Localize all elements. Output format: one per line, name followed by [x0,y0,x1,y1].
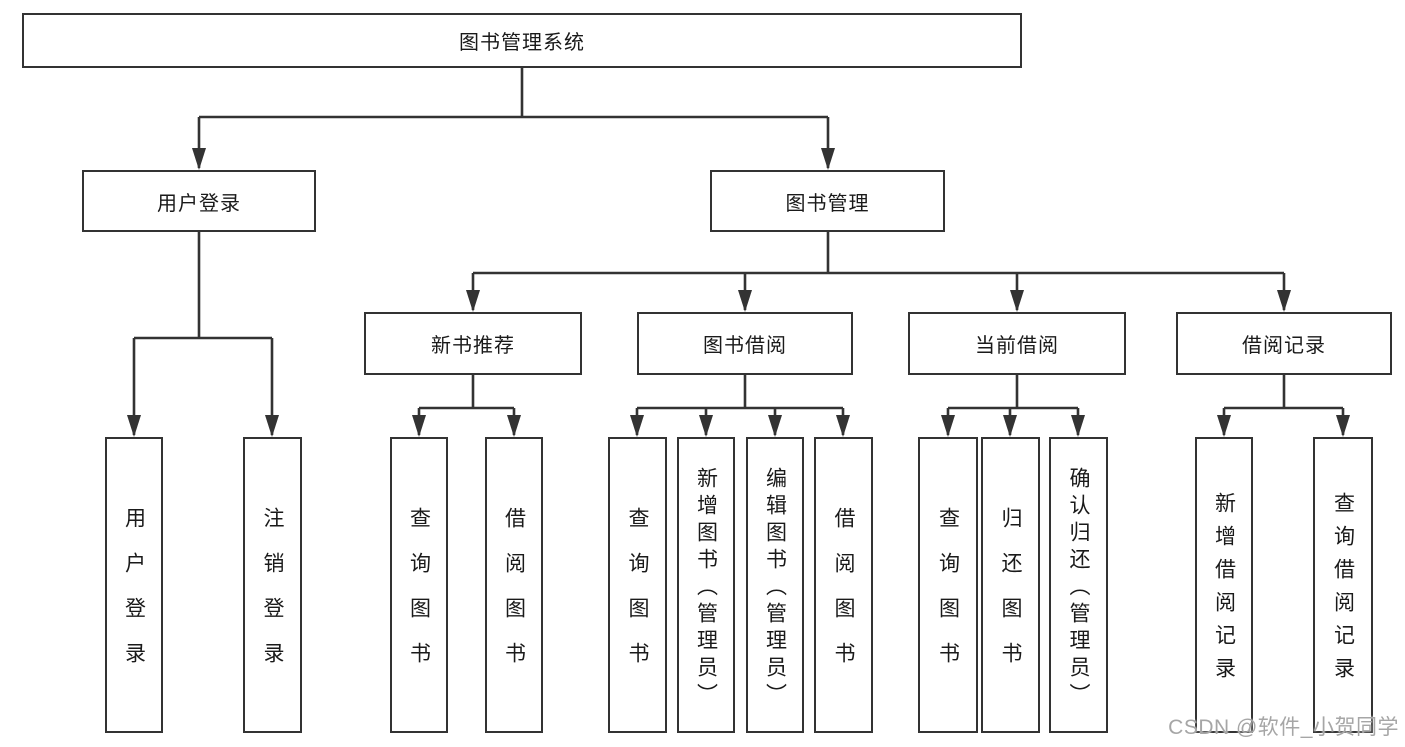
node-new-book-recommend: 新书推荐 [364,312,582,375]
leaf-query-borrow-record: 查询借阅记录 [1313,437,1373,733]
leaf-return-book: 归还图书 [981,437,1040,733]
node-label: 借阅图书 [832,507,855,687]
node-label: 当前借阅 [975,335,1059,357]
node-user-login: 用户登录 [82,170,316,232]
node-book-management: 图书管理 [710,170,945,232]
node-borrow-records: 借阅记录 [1176,312,1392,375]
node-label: 编辑图书（管理员） [763,466,787,710]
node-label: 查询借阅记录 [1331,492,1355,690]
leaf-query-books-borrow: 查询图书 [608,437,667,733]
node-label: 借阅图书 [502,507,526,687]
node-label: 图书管理 [785,192,870,215]
node-label: 图书管理系统 [459,32,585,54]
node-label: 查询图书 [936,507,960,687]
node-current-borrow: 当前借阅 [908,312,1126,375]
leaf-borrow-books: 借阅图书 [814,437,873,733]
node-book-borrow: 图书借阅 [637,312,853,375]
leaf-add-book-admin: 新增图书（管理员） [677,437,735,733]
node-label: 图书借阅 [703,335,787,357]
node-label: 查询图书 [626,507,649,687]
leaf-edit-book-admin: 编辑图书（管理员） [746,437,804,733]
leaf-logout: 注销登录 [243,437,302,733]
csdn-watermark: CSDN @软件_小贺同学 [1168,716,1399,739]
node-label: 注销登录 [261,507,284,687]
node-label: 新增图书（管理员） [694,466,718,710]
node-label: 新书推荐 [431,335,515,357]
node-label: 归还图书 [999,507,1022,687]
leaf-query-books-recommend: 查询图书 [390,437,448,733]
leaf-add-borrow-record: 新增借阅记录 [1195,437,1253,733]
node-label: 新增借阅记录 [1212,492,1236,690]
node-label: 用户登录 [157,192,241,215]
leaf-query-books-current: 查询图书 [918,437,978,733]
node-label: 借阅记录 [1242,335,1326,357]
node-label: 确认归还（管理员） [1067,466,1090,710]
leaf-confirm-return-admin: 确认归还（管理员） [1049,437,1108,733]
leaf-user-login: 用户登录 [105,437,163,733]
node-label: 用户登录 [122,507,146,687]
leaf-borrow-books-recommend: 借阅图书 [485,437,543,733]
node-label: 查询图书 [407,507,431,687]
node-library-management-system: 图书管理系统 [22,13,1022,68]
